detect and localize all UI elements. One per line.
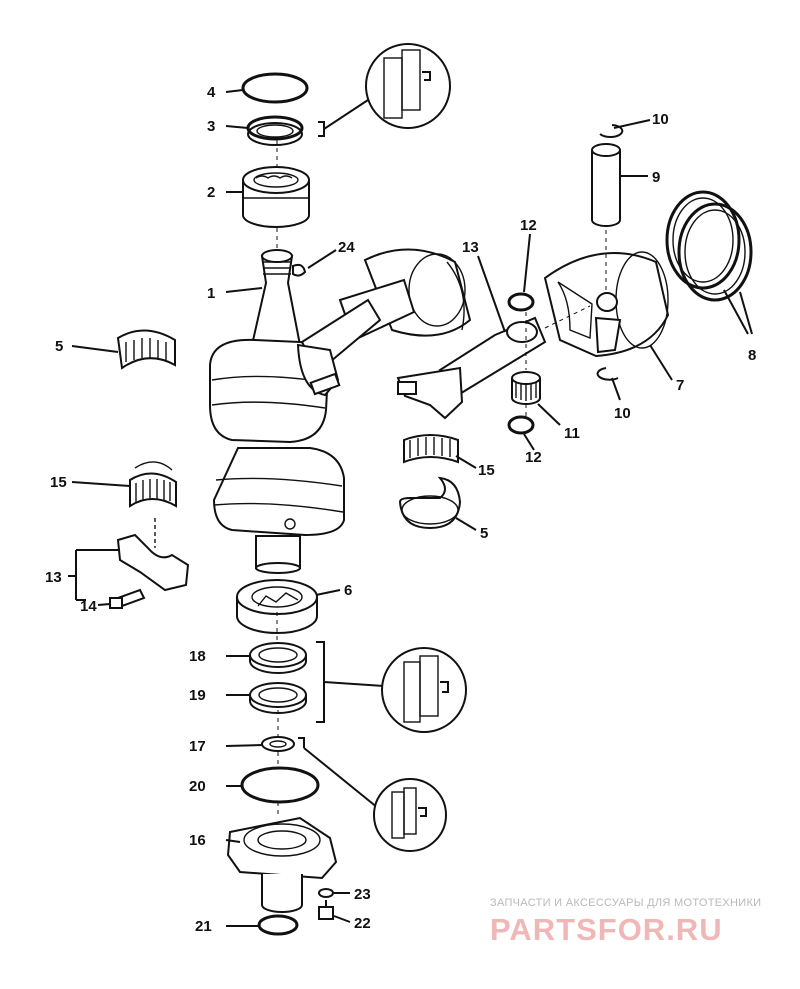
part-label-24: 24: [338, 239, 355, 256]
part-label-9: 9: [652, 169, 660, 186]
part-label-7: 7: [676, 377, 684, 394]
part-label-11: 11: [564, 425, 580, 442]
retaining-ring-4: [241, 72, 309, 104]
piston-rings-8: [665, 190, 753, 302]
watermark-tagline: ЗАПЧАСТИ И АКСЕССУАРЫ ДЛЯ МОТОТЕХНИКИ: [490, 897, 761, 909]
seal-19: [249, 682, 307, 714]
seal-18: [249, 642, 307, 674]
part-label-23: 23: [354, 886, 371, 903]
part-label-15-right: 15: [478, 462, 495, 479]
crankshaft-1: [209, 249, 345, 574]
ball-bearing-2: [242, 166, 310, 228]
part-label-1: 1: [207, 285, 215, 302]
o-ring-20: [240, 766, 320, 804]
part-label-2: 2: [207, 184, 215, 201]
detail-inset-middle: [316, 641, 467, 733]
assembly-guides: [276, 140, 607, 818]
part-label-22: 22: [354, 915, 371, 932]
part-label-17: 17: [189, 738, 206, 755]
part-label-15-left: 15: [50, 474, 67, 491]
part-label-16: 16: [189, 832, 206, 849]
thrust-washer-12-top: [507, 292, 535, 312]
part-label-10-top: 10: [652, 111, 669, 128]
o-ring-21: [257, 914, 299, 936]
part-label-5-right: 5: [480, 525, 488, 542]
watermark-logo: PARTSFOR.RU: [490, 912, 723, 947]
rod-cap-13: [116, 518, 190, 592]
bearing-cage-15-left: [129, 461, 177, 508]
part-label-21: 21: [195, 918, 212, 935]
part-label-13-right: 13: [462, 239, 479, 256]
thrust-washer-12-bottom: [507, 415, 535, 435]
part-label-14: 14: [80, 598, 97, 615]
part-label-4: 4: [207, 84, 216, 101]
part-label-19: 19: [189, 687, 206, 704]
connecting-rod-13: [396, 316, 547, 420]
washer-23: [318, 888, 334, 898]
bearing-cage-5-left: [116, 329, 176, 370]
part-label-3: 3: [207, 118, 215, 135]
watermark: ЗАПЧАСТИ И АКСЕССУАРЫ ДЛЯ МОТОТЕХНИКИ PA…: [490, 897, 761, 947]
needle-bearing-11: [511, 371, 541, 405]
bearing-race-3: [246, 115, 304, 146]
part-label-5-left: 5: [55, 338, 63, 355]
part-label-20: 20: [189, 778, 206, 795]
part-label-12-bottom: 12: [525, 449, 542, 466]
upper-piston-rod-assembly: [296, 248, 472, 397]
part-label-13-left: 13: [45, 569, 62, 586]
rod-bolt-14: [109, 588, 146, 609]
detail-inset-lower: [298, 737, 447, 852]
part-label-6: 6: [344, 582, 352, 599]
part-label-10-bottom: 10: [614, 405, 631, 422]
screw-22: [318, 900, 334, 920]
lock-ring-10-bottom: [596, 367, 619, 381]
washer-17: [261, 736, 295, 752]
end-cap-16: [226, 816, 338, 913]
ball-bearing-6: [236, 579, 318, 634]
leader-lines: [68, 89, 753, 927]
part-label-12-top: 12: [520, 217, 537, 234]
part-label-8: 8: [748, 347, 756, 364]
bearing-cage-15-right: [403, 434, 459, 464]
detail-inset-upper: [318, 43, 451, 137]
bearing-cage-5-right: [398, 476, 462, 530]
wrist-pin-9: [591, 143, 621, 227]
part-labels: 4 3 2 1 24 5 15 13 14 6 18 19 17 20 16 2…: [45, 84, 756, 935]
piston-7: [543, 251, 670, 358]
part-label-18: 18: [189, 648, 206, 665]
woodruff-key-24: [292, 263, 307, 277]
